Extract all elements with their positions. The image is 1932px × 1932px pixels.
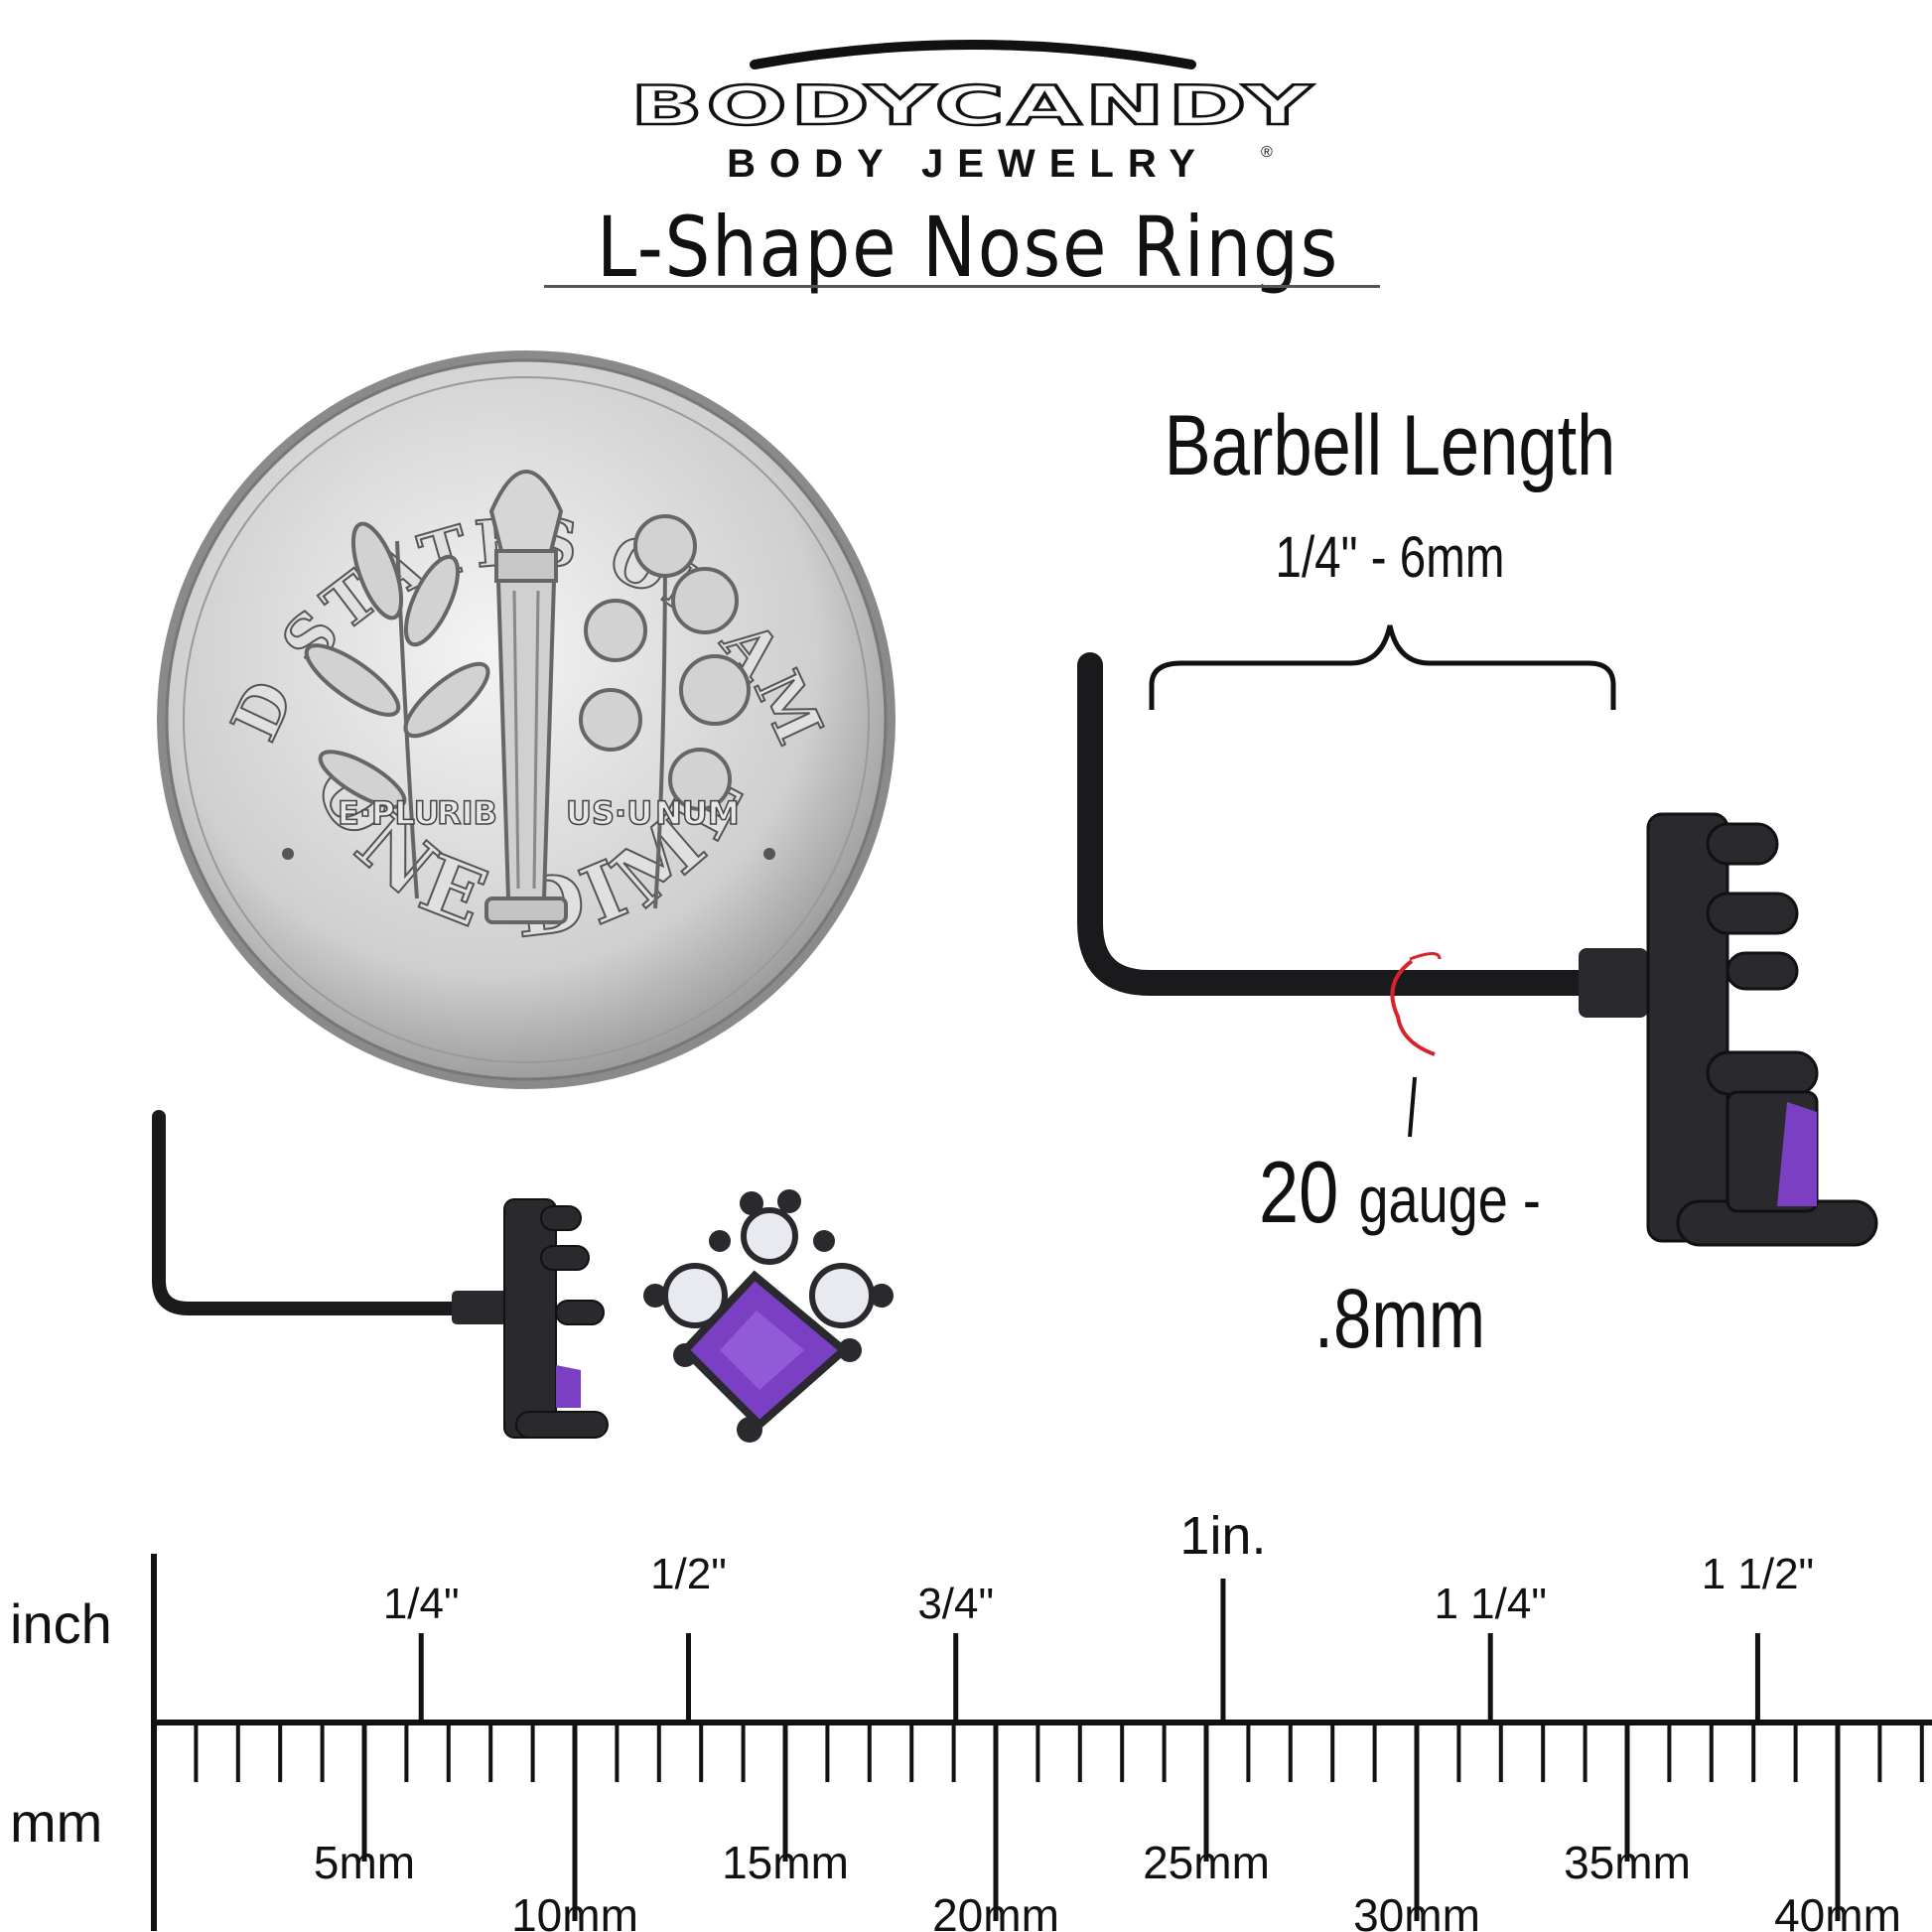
registered-mark: ® [1261, 144, 1273, 161]
nose-ring-side-view-small [152, 1110, 609, 1439]
olive-branch-icon [304, 521, 490, 899]
page-title: L-Shape Nose Rings [596, 199, 1339, 296]
gem-sliver-large [1777, 1102, 1817, 1206]
coin-motto-3: US·U [566, 794, 652, 832]
gauge-ring-highlight [1390, 959, 1436, 1056]
barbell-length-heading: Barbell Length [1164, 398, 1616, 493]
dime-coin: UNITED STATES OF AMERICA ONE DIME E·PLU … [149, 343, 896, 1089]
clear-stone-top [741, 1207, 798, 1265]
gauge-label: 20 gauge - [1212, 1142, 1587, 1243]
inch-tick-label: 1/2" [650, 1550, 727, 1598]
mm-tick-label: 15mm [722, 1837, 849, 1888]
gauge-number: 20 [1259, 1143, 1339, 1241]
gauge-word: gauge - [1358, 1163, 1541, 1236]
mm-tick-label: 5mm [314, 1837, 415, 1888]
mm-tick-label: 20mm [932, 1889, 1059, 1932]
barbell-length-size: 1/4" - 6mm [1275, 525, 1505, 590]
brand-name: BODYCANDY [630, 74, 1315, 137]
gauge-pointer [1408, 1076, 1417, 1138]
gem-cluster-front-view [643, 1189, 894, 1443]
inch-tick-label: 1 1/2" [1702, 1550, 1814, 1598]
inch-label: inch [10, 1592, 112, 1655]
mm-tick-label: 35mm [1564, 1837, 1691, 1888]
brand-tagline: BODY JEWELRY [727, 142, 1209, 186]
mm-tick-label: 10mm [511, 1889, 638, 1932]
nose-ring-side-view-large [1077, 652, 1878, 1247]
coin-motto-2: RIB [437, 794, 497, 832]
title-underline [544, 285, 1380, 288]
gauge-mm: .8mm [1313, 1272, 1486, 1365]
inch-tick-label: 1in. [1179, 1506, 1266, 1566]
clear-stone-left [662, 1263, 728, 1328]
inch-tick-label: 3/4" [917, 1580, 994, 1628]
barbell-length-bracket [1149, 624, 1616, 710]
oak-branch-icon [579, 514, 751, 909]
mm-tick-label: 25mm [1143, 1837, 1270, 1888]
mm-tick-label: 40mm [1774, 1889, 1901, 1932]
mm-label: mm [10, 1791, 102, 1854]
coin-motto-1: E·PLU [338, 794, 440, 832]
inch-tick-label: 1 1/4" [1434, 1580, 1546, 1628]
coin-motto-4: NUM [655, 794, 740, 832]
measurement-ruler: inch mm 1/4" 1/2" 3/4" 1in. 1 1/4" 1 1/2" 5mm… [10, 1506, 1932, 1932]
brand-logo: BODYCANDY BODY JEWELRY ® [629, 40, 1315, 186]
torch-icon [484, 470, 568, 924]
inch-tick-label: 1/4" [383, 1580, 460, 1628]
mm-tick-label: 30mm [1353, 1889, 1480, 1932]
clear-stone-right [809, 1263, 875, 1328]
